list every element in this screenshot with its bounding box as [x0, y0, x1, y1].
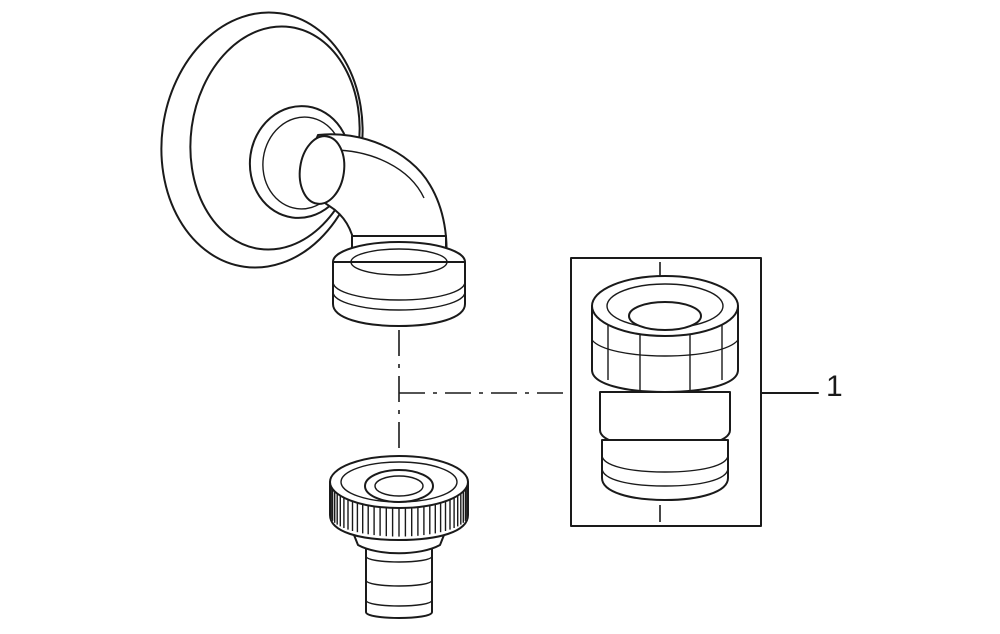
wall-tap-elbow — [160, 11, 466, 327]
hose-tail-coupling — [329, 455, 469, 619]
assembly-lines — [398, 262, 819, 522]
knurl-ridges — [329, 483, 469, 537]
callout-label-1: 1 — [826, 370, 843, 403]
quick-connect-adapter — [570, 257, 762, 527]
